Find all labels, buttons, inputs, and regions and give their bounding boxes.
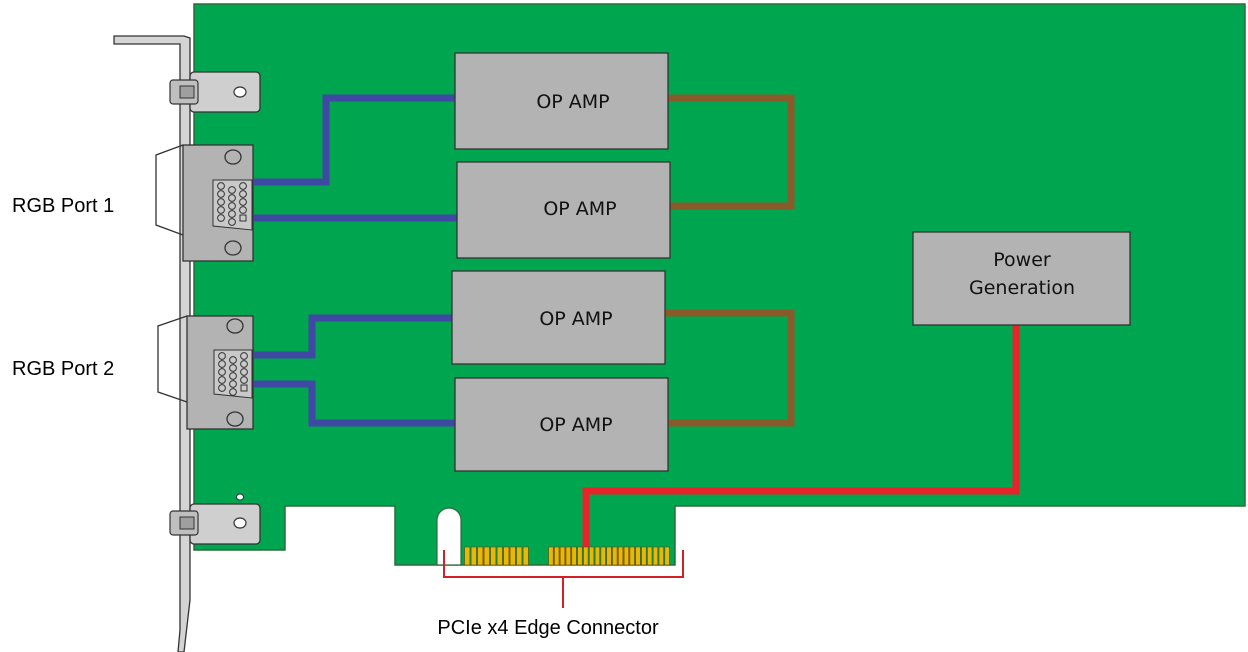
gold-finger [516, 546, 523, 566]
gold-finger [470, 546, 477, 566]
trace-feedback-pair2 [665, 309, 795, 427]
gold-finger [503, 546, 510, 566]
gold-finger [559, 546, 566, 566]
gold-finger [612, 546, 618, 566]
gold-finger [635, 546, 641, 566]
gold-finger [588, 546, 595, 566]
gold-finger [464, 546, 471, 566]
edge-connector-callout [443, 550, 684, 608]
op-amp-1: OP AMP [454, 52, 669, 150]
feedback-traces [665, 94, 795, 427]
gold-finger [490, 546, 497, 566]
power-generation-label-line2: Generation [969, 277, 1075, 299]
gold-finger [496, 546, 503, 566]
rgb-port-1: RGB Port 1 [12, 144, 254, 262]
trace-port1-upper [254, 94, 455, 186]
trace-feedback-pair1 [668, 94, 795, 210]
gold-finger [658, 546, 664, 566]
mounting-bracket [113, 35, 261, 652]
op-amp-3-label: OP AMP [539, 308, 612, 330]
gold-finger [483, 546, 490, 566]
gold-finger [594, 546, 600, 566]
gold-finger [509, 546, 516, 566]
op-amp-2: OP AMP [456, 161, 671, 259]
gold-finger [606, 546, 612, 566]
gold-finger [554, 546, 560, 566]
gold-finger [652, 546, 659, 566]
gold-finger [641, 546, 647, 566]
trace-port2-upper [254, 314, 452, 359]
gold-finger [664, 546, 670, 566]
gold-finger [565, 546, 571, 566]
op-amp-2-label: OP AMP [543, 198, 616, 220]
power-generation-label-line1: Power [993, 249, 1051, 271]
op-amp-4: OP AMP [454, 377, 669, 472]
op-amp-4-label: OP AMP [539, 414, 612, 436]
gold-finger [617, 546, 624, 566]
gold-finger [647, 546, 653, 566]
gold-finger [522, 546, 529, 566]
gold-finger [548, 546, 554, 566]
gold-finger [623, 546, 629, 566]
trace-power [582, 325, 1020, 548]
gold-finger [571, 546, 577, 566]
op-amp-1-label: OP AMP [536, 91, 609, 113]
edge-connector-fingers [464, 546, 670, 566]
connector-key-notch [436, 507, 462, 566]
power-generation-block: Power Generation [912, 231, 1131, 326]
trace-port2-lower [254, 380, 455, 427]
gold-finger [629, 546, 635, 566]
rgb-port-2: RGB Port 2 [12, 315, 254, 430]
rgb-port-2-label: RGB Port 2 [12, 358, 114, 380]
gold-finger [577, 546, 583, 566]
rgb-port-1-label: RGB Port 1 [12, 195, 114, 217]
signal-traces [254, 94, 457, 427]
gold-finger [583, 546, 589, 566]
edge-connector-label: PCIe x4 Edge Connector [437, 617, 659, 639]
op-amp-3: OP AMP [451, 270, 666, 365]
gold-finger [600, 546, 606, 566]
gold-finger [477, 546, 484, 566]
